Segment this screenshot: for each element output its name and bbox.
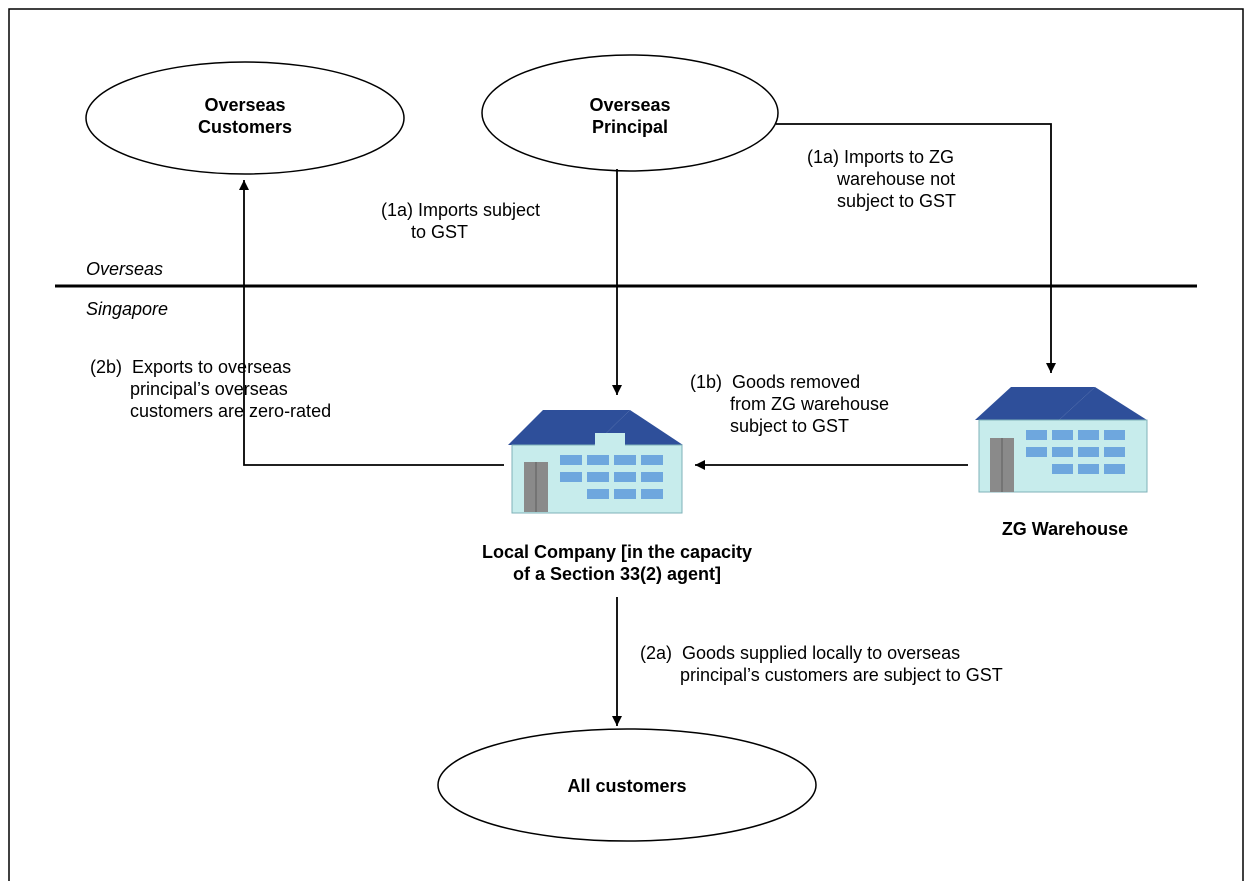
all-customers-label: All customers (567, 776, 687, 796)
local-company-building-icon (508, 410, 683, 514)
arrow-2b-exports (239, 180, 504, 466)
diagram-border (8, 8, 1244, 881)
overseas-customers-ellipse (85, 61, 405, 175)
local-company-label: Local Company [in the capacity of a Sect… (481, 542, 753, 584)
overseas-principal-label: Overseas Principal (589, 95, 671, 137)
flow-2a-label: (2a) Goods supplied locally to overseas … (640, 643, 1003, 685)
overseas-region-label: Overseas (86, 259, 164, 279)
overseas-customers-label: Overseas Customers (197, 95, 293, 137)
flow-1a-gst-label: (1a) Imports subject to GST (381, 200, 541, 242)
flow-1b-label: (1b) Goods removed from ZG warehouse sub… (690, 372, 890, 436)
arrow-1a-zg-warehouse (776, 123, 1056, 373)
overseas-principal-ellipse (481, 54, 779, 172)
singapore-region-label: Singapore (86, 299, 169, 319)
zg-warehouse-building-icon (975, 387, 1148, 493)
zg-warehouse-label: ZG Warehouse (1001, 519, 1129, 539)
flow-2b-label: (2b) Exports to overseas principal’s ove… (90, 357, 332, 421)
flow-1a-zg-label: (1a) Imports to ZG warehouse not subject… (807, 147, 957, 211)
all-customers-ellipse (437, 728, 817, 842)
